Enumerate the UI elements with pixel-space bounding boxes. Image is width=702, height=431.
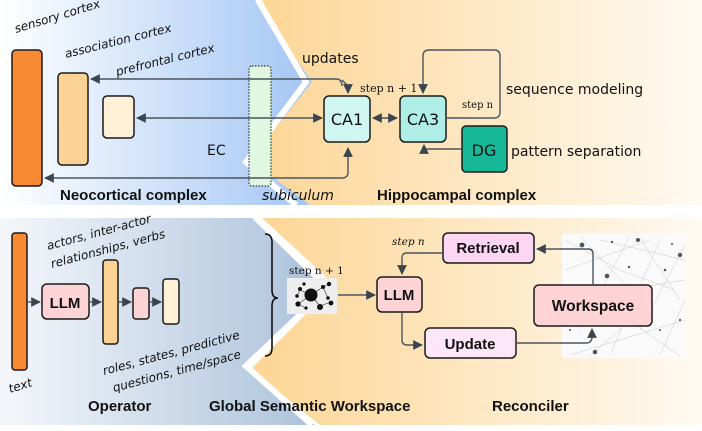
semantic-graph-thumbnail <box>287 278 337 314</box>
grouping-brace <box>264 233 279 357</box>
arrow-ca1-to-association <box>90 74 343 87</box>
arrow-workspace-to-retrieval <box>536 244 594 285</box>
step-next-label-top: step n + 1 <box>360 82 417 95</box>
arrow-update-to-workspace <box>516 328 597 344</box>
step-next-label-bottom: step n + 1 <box>289 265 344 277</box>
subiculum-block <box>248 65 272 187</box>
retrieval-label: Retrieval <box>456 240 519 257</box>
operator-peach-block <box>102 259 119 345</box>
ca3-node[interactable] <box>399 95 447 143</box>
ca1-node[interactable] <box>323 95 371 143</box>
operator-pink-block <box>132 287 150 320</box>
subiculum-title: subiculum <box>262 188 334 204</box>
neocortical-complex-title: Neocortical complex <box>60 187 207 204</box>
arrow-ca3-recurrent <box>418 49 501 119</box>
sensory-cortex-block <box>11 49 43 187</box>
retrieval-node[interactable] <box>442 232 535 264</box>
sequence-modeling-label: sequence modeling <box>506 82 643 98</box>
arrow-ca1-to-sensory <box>44 147 353 183</box>
text-input-block <box>11 232 28 371</box>
prefrontal-cortex-block <box>102 95 135 139</box>
dg-label: DG <box>472 141 497 160</box>
step-n-label-top: step n <box>462 100 494 111</box>
arrow-retrieval-to-llm <box>397 252 443 275</box>
arrow-dg-to-ca3 <box>419 144 462 154</box>
workspace-label: Workspace <box>552 298 635 315</box>
hippocampal-region-bg <box>248 0 702 205</box>
reconciler-llm-label: LLM <box>384 287 415 304</box>
reconciler-llm-node[interactable] <box>376 276 423 313</box>
ca3-label: CA3 <box>407 110 439 129</box>
operator-llm-label: LLM <box>50 295 81 312</box>
updates-label: updates <box>302 51 359 67</box>
operator-cream-block <box>162 278 180 325</box>
arrow-updates-to-ca1 <box>341 79 353 94</box>
operator-llm-node[interactable] <box>41 283 90 320</box>
step-n-label-bottom: step n <box>392 236 425 248</box>
global-semantic-workspace-title: Global Semantic Workspace <box>209 398 410 415</box>
hippocampal-complex-title: Hippocampal complex <box>377 187 537 204</box>
update-label: Update <box>445 336 496 353</box>
ec-label: EC <box>207 143 226 159</box>
region-divider-bottom <box>241 215 333 428</box>
reconciler-title: Reconciler <box>492 398 569 415</box>
operator-title: Operator <box>88 398 152 415</box>
pattern-separation-label: pattern separation <box>511 144 641 160</box>
association-cortex-block <box>57 72 89 166</box>
ca1-label: CA1 <box>331 110 363 129</box>
arrow-llm-to-update <box>401 312 423 350</box>
